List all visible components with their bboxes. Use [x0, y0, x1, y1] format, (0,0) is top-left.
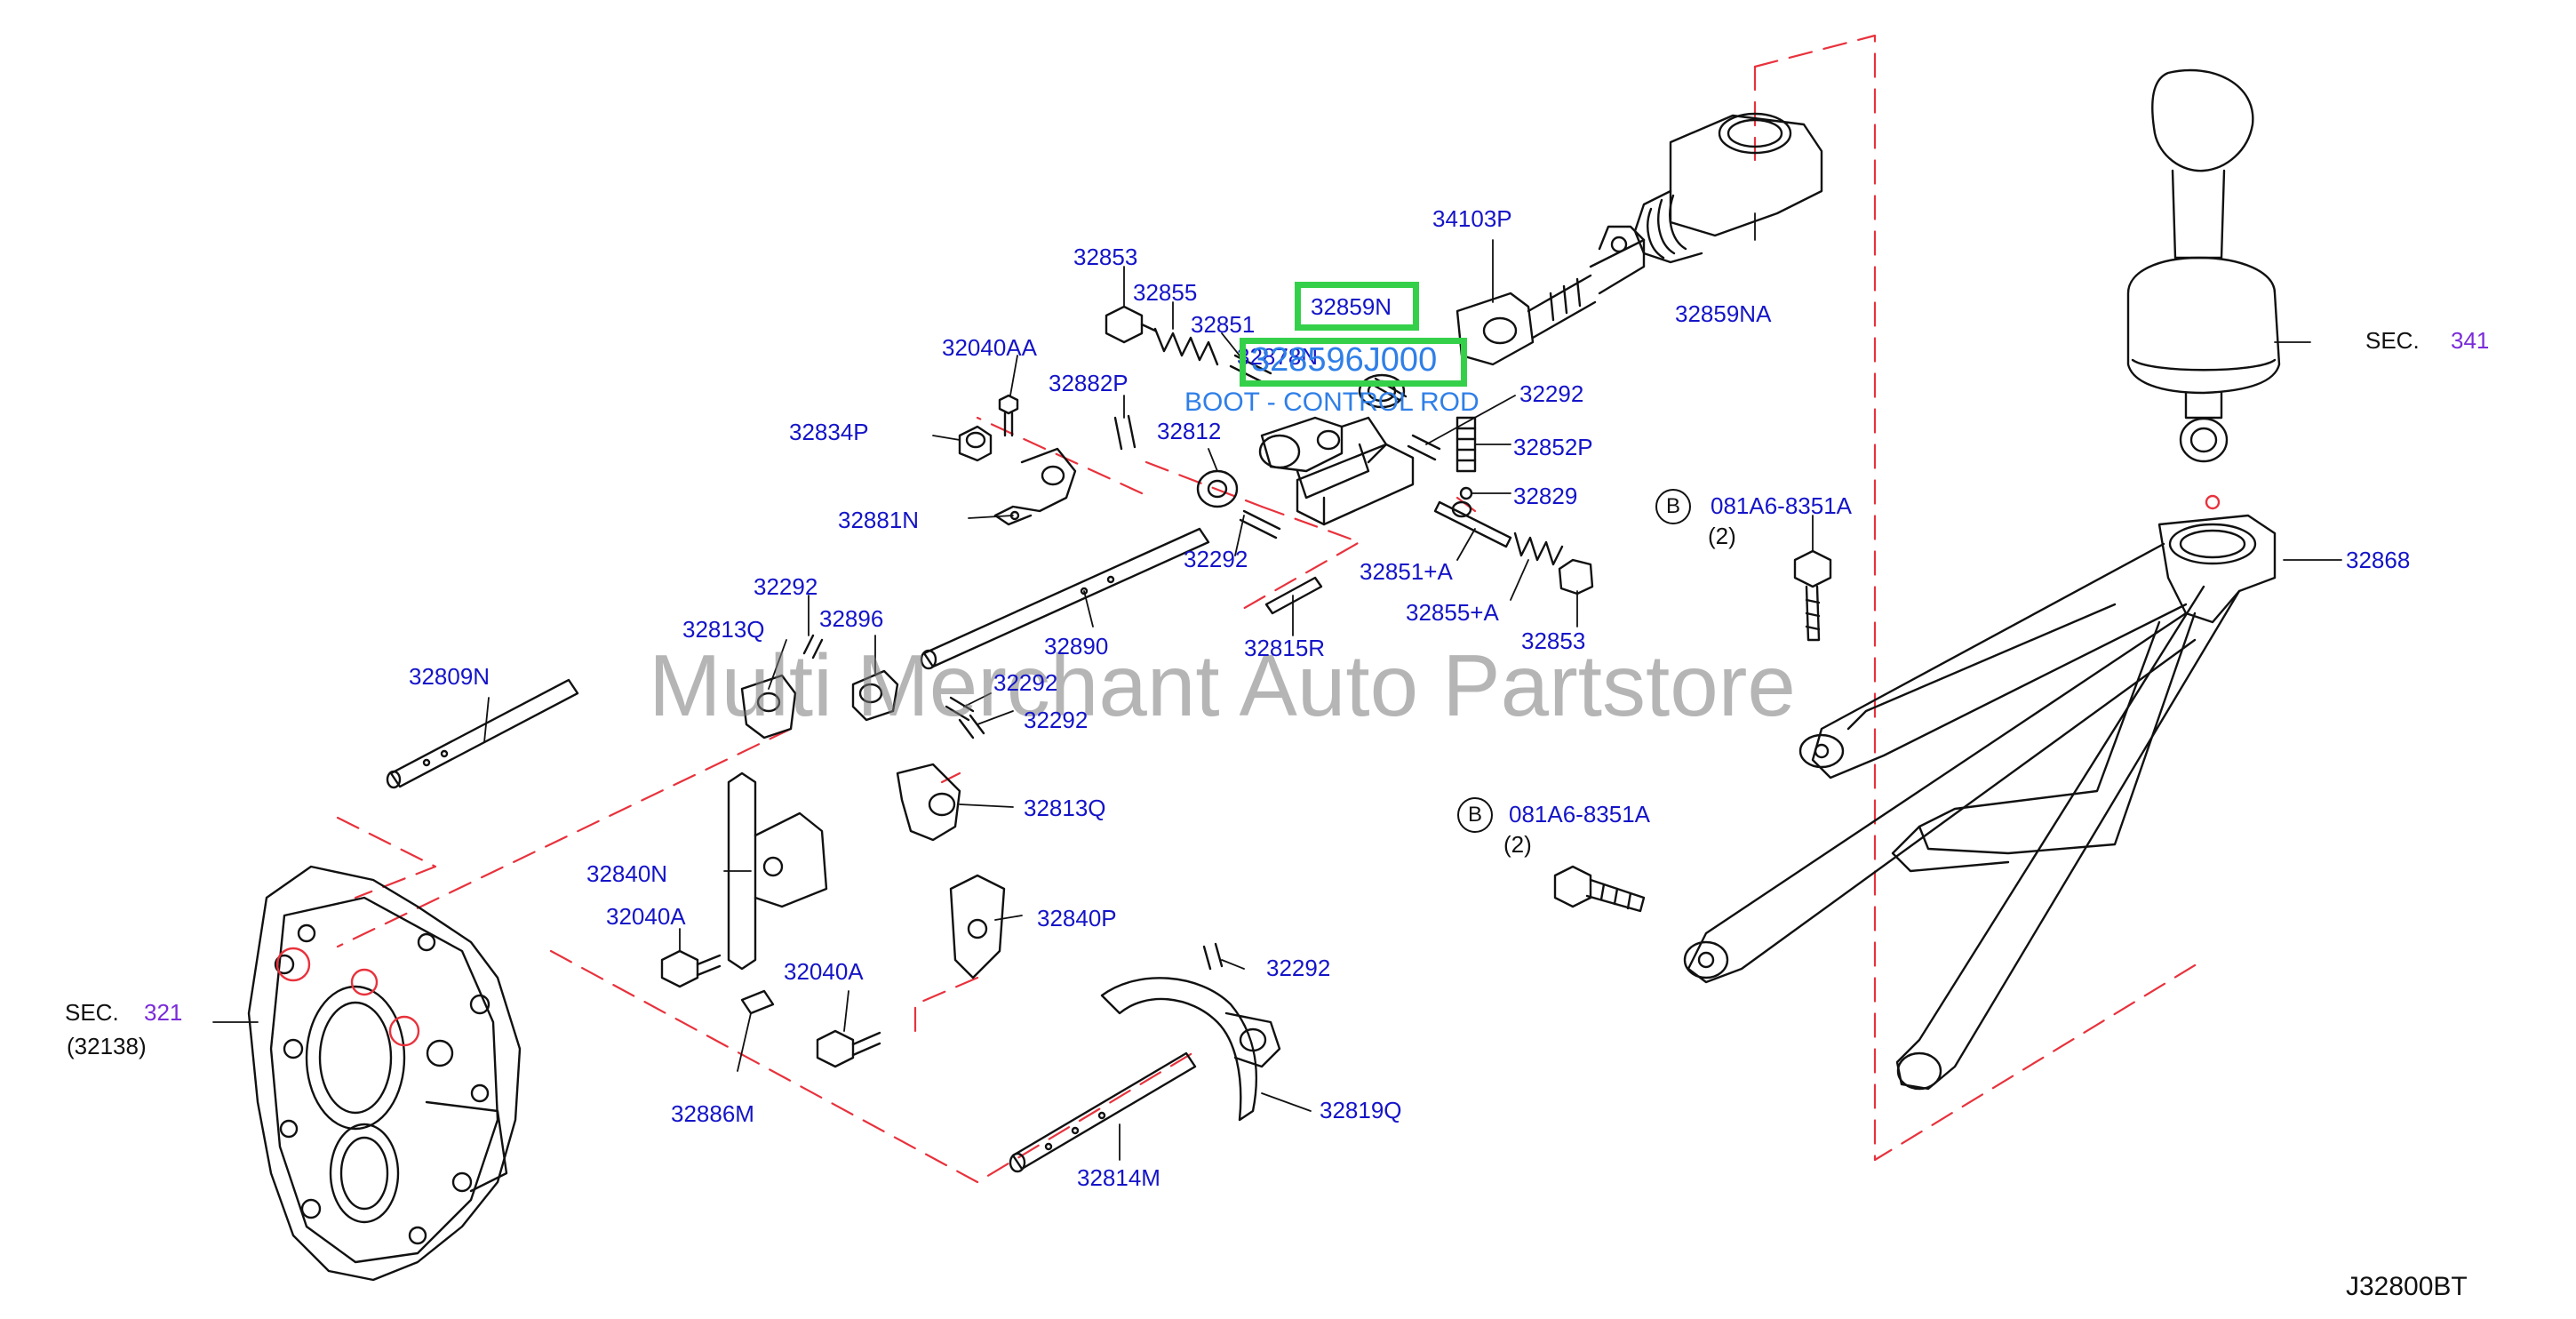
section-prefix-321: SEC. [65, 999, 119, 1026]
shift-rod-32814M[interactable] [1009, 1051, 1197, 1173]
bracket-32896[interactable] [851, 669, 899, 722]
plunger-32851A[interactable] [1433, 500, 1512, 548]
striking-lever-32878N[interactable] [1258, 416, 1388, 500]
pin-32292-bottom[interactable] [1202, 942, 1224, 971]
part-label-32868[interactable]: 32868 [2346, 547, 2411, 573]
part-label-32853-bottom[interactable]: 32853 [1521, 628, 1586, 654]
part-label-32813Q-left[interactable]: 32813Q [682, 616, 765, 643]
part-label-32851A[interactable]: 32851+A [1360, 558, 1453, 585]
spring-32855A[interactable] [1513, 532, 1564, 566]
part-label-32859NA[interactable]: 32859NA [1675, 300, 1772, 327]
part-label-32896[interactable]: 32896 [819, 605, 884, 632]
bushing-32834P[interactable] [958, 425, 993, 462]
part-label-32890[interactable]: 32890 [1044, 633, 1109, 660]
part-label-32829[interactable]: 32829 [1513, 483, 1578, 509]
part-label-32881N[interactable]: 32881N [838, 507, 920, 533]
part-label-32882P[interactable]: 32882P [1049, 370, 1128, 396]
bolt-32040A-left[interactable] [660, 949, 722, 988]
section-sub-32138: (32138) [67, 1033, 147, 1059]
assembly-guide-lines [336, 34, 2205, 1184]
lever-32813Q-left[interactable] [740, 674, 797, 739]
highlight-box-label-text: 32859N [1311, 293, 1392, 320]
bolt-callout-circle-upper: B [1655, 489, 1691, 524]
pin-32815R[interactable] [1264, 576, 1323, 615]
bolt-081A6-upper[interactable] [1793, 549, 1832, 642]
spring-32855[interactable] [1153, 327, 1219, 366]
section-number-321[interactable]: 321 [144, 999, 183, 1026]
part-label-32855[interactable]: 32855 [1133, 279, 1198, 306]
part-label-32886M[interactable]: 32886M [671, 1100, 754, 1127]
part-label-32292-right[interactable]: 32292 [1519, 380, 1584, 407]
part-label-32834P[interactable]: 32834P [789, 419, 869, 445]
plug-32853-bottom[interactable] [1558, 558, 1594, 596]
part-label-32292-bottom[interactable]: 32292 [1266, 955, 1331, 981]
part-label-32840N[interactable]: 32840N [586, 860, 668, 887]
bracket-32878N-base[interactable] [1296, 443, 1415, 526]
part-label-32851[interactable]: 32851 [1191, 311, 1256, 338]
section-prefix-341: SEC. [2365, 327, 2420, 354]
bolt-callout-circle-lower: B [1457, 797, 1493, 833]
pin-32292-mid[interactable] [1239, 509, 1281, 540]
part-label-32292-left[interactable]: 32292 [754, 573, 818, 600]
part-label-32814M[interactable]: 32814M [1077, 1164, 1160, 1191]
lever-32813Q-right[interactable] [896, 763, 961, 842]
lever-32840N[interactable] [727, 771, 828, 971]
highlight-description: BOOT - CONTROL ROD [1184, 388, 1479, 417]
part-label-32815R[interactable]: 32815R [1244, 635, 1326, 661]
bolt-32040AA[interactable] [998, 394, 1019, 437]
part-label-32040A-left[interactable]: 32040A [606, 903, 686, 930]
ball-32829[interactable] [1459, 486, 1473, 500]
fork-32819Q[interactable] [1100, 977, 1281, 1122]
bolt-32040A-mid[interactable] [816, 1029, 881, 1068]
shift-bracket-32868[interactable] [1683, 494, 2277, 1091]
bolt-081A6-lower[interactable] [1553, 865, 1646, 913]
bolt-callout-part-upper[interactable]: 081A6-8351A [1711, 492, 1853, 519]
part-label-32809N[interactable]: 32809N [409, 663, 490, 690]
bracket-32881N[interactable] [993, 447, 1077, 526]
part-label-32292-b[interactable]: 32292 [1024, 707, 1089, 733]
part-label-32813Q-right[interactable]: 32813Q [1024, 795, 1106, 821]
pin-32292-a[interactable] [945, 696, 975, 722]
highlight-box-label[interactable] [1295, 282, 1419, 331]
part-label-34103P[interactable]: 34103P [1432, 205, 1512, 232]
part-label-32853-top[interactable]: 32853 [1073, 244, 1138, 270]
transmission-case[interactable] [247, 865, 522, 1282]
block-32886M[interactable] [740, 989, 775, 1015]
bolt-callout-qty-lower: (2) [1503, 831, 1532, 858]
part-label-32855A[interactable]: 32855+A [1406, 599, 1499, 626]
part-label-32040A-mid[interactable]: 32040A [784, 958, 864, 985]
part-label-32819Q[interactable]: 32819Q [1320, 1097, 1402, 1123]
shift-lever-assembly[interactable] [2126, 68, 2281, 463]
part-label-32040AA[interactable]: 32040AA [942, 334, 1037, 361]
bolt-callout-qty-upper: (2) [1708, 523, 1736, 549]
part-label-32812[interactable]: 32812 [1157, 418, 1222, 444]
shift-rod-32809N[interactable] [386, 678, 579, 789]
control-rod-34103P[interactable] [1455, 225, 1646, 366]
bolt-callout-part-lower[interactable]: 081A6-8351A [1509, 801, 1651, 827]
part-label-32852P[interactable]: 32852P [1513, 434, 1593, 460]
section-number-341[interactable]: 341 [2451, 327, 2490, 354]
part-label-32878N[interactable]: 32878N [1237, 343, 1319, 370]
part-label-32292-mid[interactable]: 32292 [1184, 546, 1248, 572]
pin-32292-b[interactable] [958, 714, 985, 739]
part-label-32292-a[interactable]: 32292 [993, 669, 1058, 696]
leader-lines [212, 212, 2342, 1161]
diagram-code: J32800BT [2346, 1272, 2468, 1301]
highlight-part-number: 328596J000 [1251, 341, 1438, 379]
part-label-32840P[interactable]: 32840P [1037, 905, 1117, 931]
lever-32840P[interactable] [949, 874, 1006, 979]
pin-32292-right[interactable] [1407, 434, 1441, 461]
boot-32859NA[interactable] [1633, 112, 1823, 264]
plug-32853-top[interactable] [1105, 305, 1157, 344]
pin-32292-left[interactable] [802, 634, 824, 660]
pin-32882P[interactable] [1113, 414, 1136, 451]
highlight-box-part-number[interactable] [1240, 338, 1467, 387]
